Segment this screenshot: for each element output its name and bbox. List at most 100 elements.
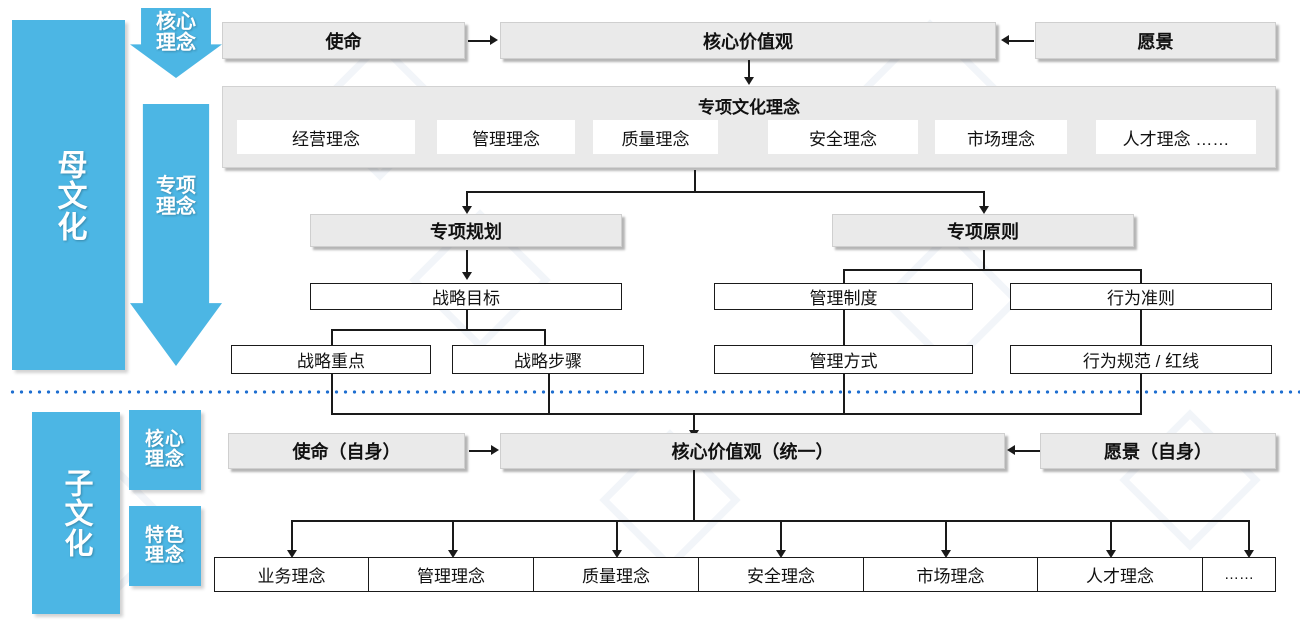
- special-culture-item[interactable]: 管理理念: [437, 120, 575, 154]
- parent-culture-side-label: 母文化: [52, 148, 86, 242]
- child-fanout-arrowhead: [1106, 550, 1116, 558]
- management-system-down: [843, 310, 845, 345]
- principle-split-bus: [843, 269, 1141, 271]
- goal-split-stem: [466, 310, 468, 330]
- child-culture-side-panel: 子文化: [32, 412, 120, 614]
- section-divider: [8, 390, 1300, 394]
- special-plan-label: 专项规划: [430, 221, 502, 242]
- special-culture-item-label: 管理理念: [472, 129, 540, 149]
- child-item-box[interactable]: 人才理念: [1037, 557, 1203, 592]
- child-core-concept-tag: 核心理念: [129, 410, 201, 490]
- principle-split-stem: [983, 250, 985, 270]
- special-culture-item[interactable]: 经营理念: [237, 120, 415, 154]
- child-fanout-arrowhead: [1244, 550, 1254, 558]
- goal-split-left-drop: [331, 329, 333, 345]
- panel-split-bus: [466, 191, 984, 193]
- child-feature-concept-tag-label: 特色理念: [144, 524, 185, 566]
- child-item-box[interactable]: 安全理念: [698, 557, 864, 592]
- special-culture-item[interactable]: 安全理念: [768, 120, 918, 154]
- special-culture-item[interactable]: 人才理念 ……: [1096, 120, 1256, 154]
- parent-culture-side-panel: 母文化: [12, 20, 125, 370]
- strategy-focus-label: 战略重点: [297, 352, 365, 371]
- principle-split-left-drop: [843, 269, 845, 283]
- goal-split-right-drop: [544, 329, 546, 345]
- parent-mission-label: 使命: [325, 31, 362, 52]
- management-system-label: 管理制度: [809, 289, 878, 308]
- child-vision-to-core-connector: [1014, 450, 1040, 452]
- parent-core-concept-arrow-label: 核心理念: [156, 11, 196, 55]
- child-item-box[interactable]: 业务理念: [214, 557, 369, 592]
- goal-split-bus: [331, 329, 545, 331]
- parent-mission-box[interactable]: 使命: [222, 22, 465, 59]
- child-item-label: 安全理念: [747, 567, 815, 586]
- behavior-norm-box[interactable]: 行为规范 / 红线: [1010, 345, 1272, 374]
- management-method-label: 管理方式: [809, 352, 878, 371]
- child-core-concept-tag-label: 核心理念: [144, 428, 185, 470]
- behavior-guideline-label: 行为准则: [1107, 289, 1175, 308]
- strategy-goal-label: 战略目标: [432, 289, 500, 308]
- child-fanout-arrowhead: [448, 550, 458, 558]
- special-culture-item[interactable]: 质量理念: [593, 120, 718, 154]
- child-mission-label: 使命（自身）: [292, 442, 401, 462]
- child-fanout-arrowhead: [287, 550, 297, 558]
- vision-to-core-arrowhead: [1001, 35, 1009, 45]
- child-mission-to-core-arrowhead: [491, 445, 499, 455]
- child-fanout-drop: [945, 520, 947, 552]
- core-to-special-arrowhead: [744, 77, 754, 85]
- child-item-label: 人才理念: [1086, 567, 1154, 586]
- child-item-label: 管理理念: [417, 567, 485, 586]
- watermark-diamond: [1119, 409, 1261, 551]
- child-fanout-drop: [291, 520, 293, 552]
- child-fanout-arrowhead: [941, 550, 951, 558]
- child-vision-to-core-arrowhead: [1007, 445, 1015, 455]
- child-core-values-box[interactable]: 核心价值观（统一）: [500, 433, 1005, 469]
- strategy-steps-box[interactable]: 战略步骤: [452, 345, 644, 374]
- parent-core-values-box[interactable]: 核心价值观: [500, 22, 996, 59]
- bus-to-child-core: [693, 413, 695, 433]
- panel-split-left-drop: [466, 191, 468, 208]
- cross-section-bus: [331, 413, 1142, 415]
- special-principle-box[interactable]: 专项原则: [832, 214, 1134, 247]
- branch-right-arrowhead: [979, 206, 989, 214]
- child-vision-box[interactable]: 愿景（自身）: [1040, 433, 1276, 469]
- principle-split-right-drop: [1140, 269, 1142, 283]
- child-fanout-arrowhead: [776, 550, 786, 558]
- child-item-box[interactable]: 管理理念: [368, 557, 534, 592]
- strategy-goal-box[interactable]: 战略目标: [310, 283, 622, 310]
- child-core-values-label: 核心价值观（统一）: [671, 442, 834, 462]
- child-feature-concept-tag: 特色理念: [129, 506, 201, 586]
- management-method-box[interactable]: 管理方式: [714, 345, 973, 374]
- child-vision-label: 愿景（自身）: [1104, 442, 1212, 462]
- child-fanout-bus: [291, 520, 1249, 522]
- child-item-box[interactable]: ……: [1202, 557, 1276, 592]
- child-mission-box[interactable]: 使命（自身）: [228, 433, 465, 469]
- special-culture-item-label: 安全理念: [809, 129, 877, 149]
- strategy-focus-box[interactable]: 战略重点: [231, 345, 431, 374]
- parent-vision-box[interactable]: 愿景: [1035, 22, 1276, 59]
- special-principle-label: 专项原则: [947, 221, 1019, 242]
- child-item-box[interactable]: 质量理念: [533, 557, 699, 592]
- child-fanout-drop: [1248, 520, 1250, 552]
- special-plan-to-goal-arrowhead: [462, 272, 472, 280]
- child-fanout-drop: [780, 520, 782, 552]
- parent-core-values-label: 核心价值观: [703, 31, 793, 52]
- special-culture-item-label: 人才理念 ……: [1122, 129, 1230, 149]
- child-fanout-arrowhead: [612, 550, 622, 558]
- child-fanout-drop: [452, 520, 454, 552]
- child-culture-side-label: 子文化: [60, 468, 92, 558]
- behavior-guideline-down: [1140, 310, 1142, 345]
- management-system-box[interactable]: 管理制度: [714, 283, 973, 310]
- branch-left-arrowhead: [462, 206, 472, 214]
- special-culture-item[interactable]: 市场理念: [935, 120, 1067, 154]
- child-fanout-drop: [1110, 520, 1112, 552]
- child-item-label: 市场理念: [916, 567, 985, 586]
- child-item-box[interactable]: 市场理念: [863, 557, 1038, 592]
- parent-vision-label: 愿景: [1137, 31, 1174, 52]
- parent-special-concept-arrow-label: 专项理念: [156, 175, 196, 219]
- child-fanout-drop: [616, 520, 618, 552]
- method-to-bus: [843, 374, 845, 414]
- special-plan-box[interactable]: 专项规划: [310, 214, 622, 247]
- behavior-guideline-box[interactable]: 行为准则: [1010, 283, 1272, 310]
- mission-to-core-arrowhead: [490, 35, 498, 45]
